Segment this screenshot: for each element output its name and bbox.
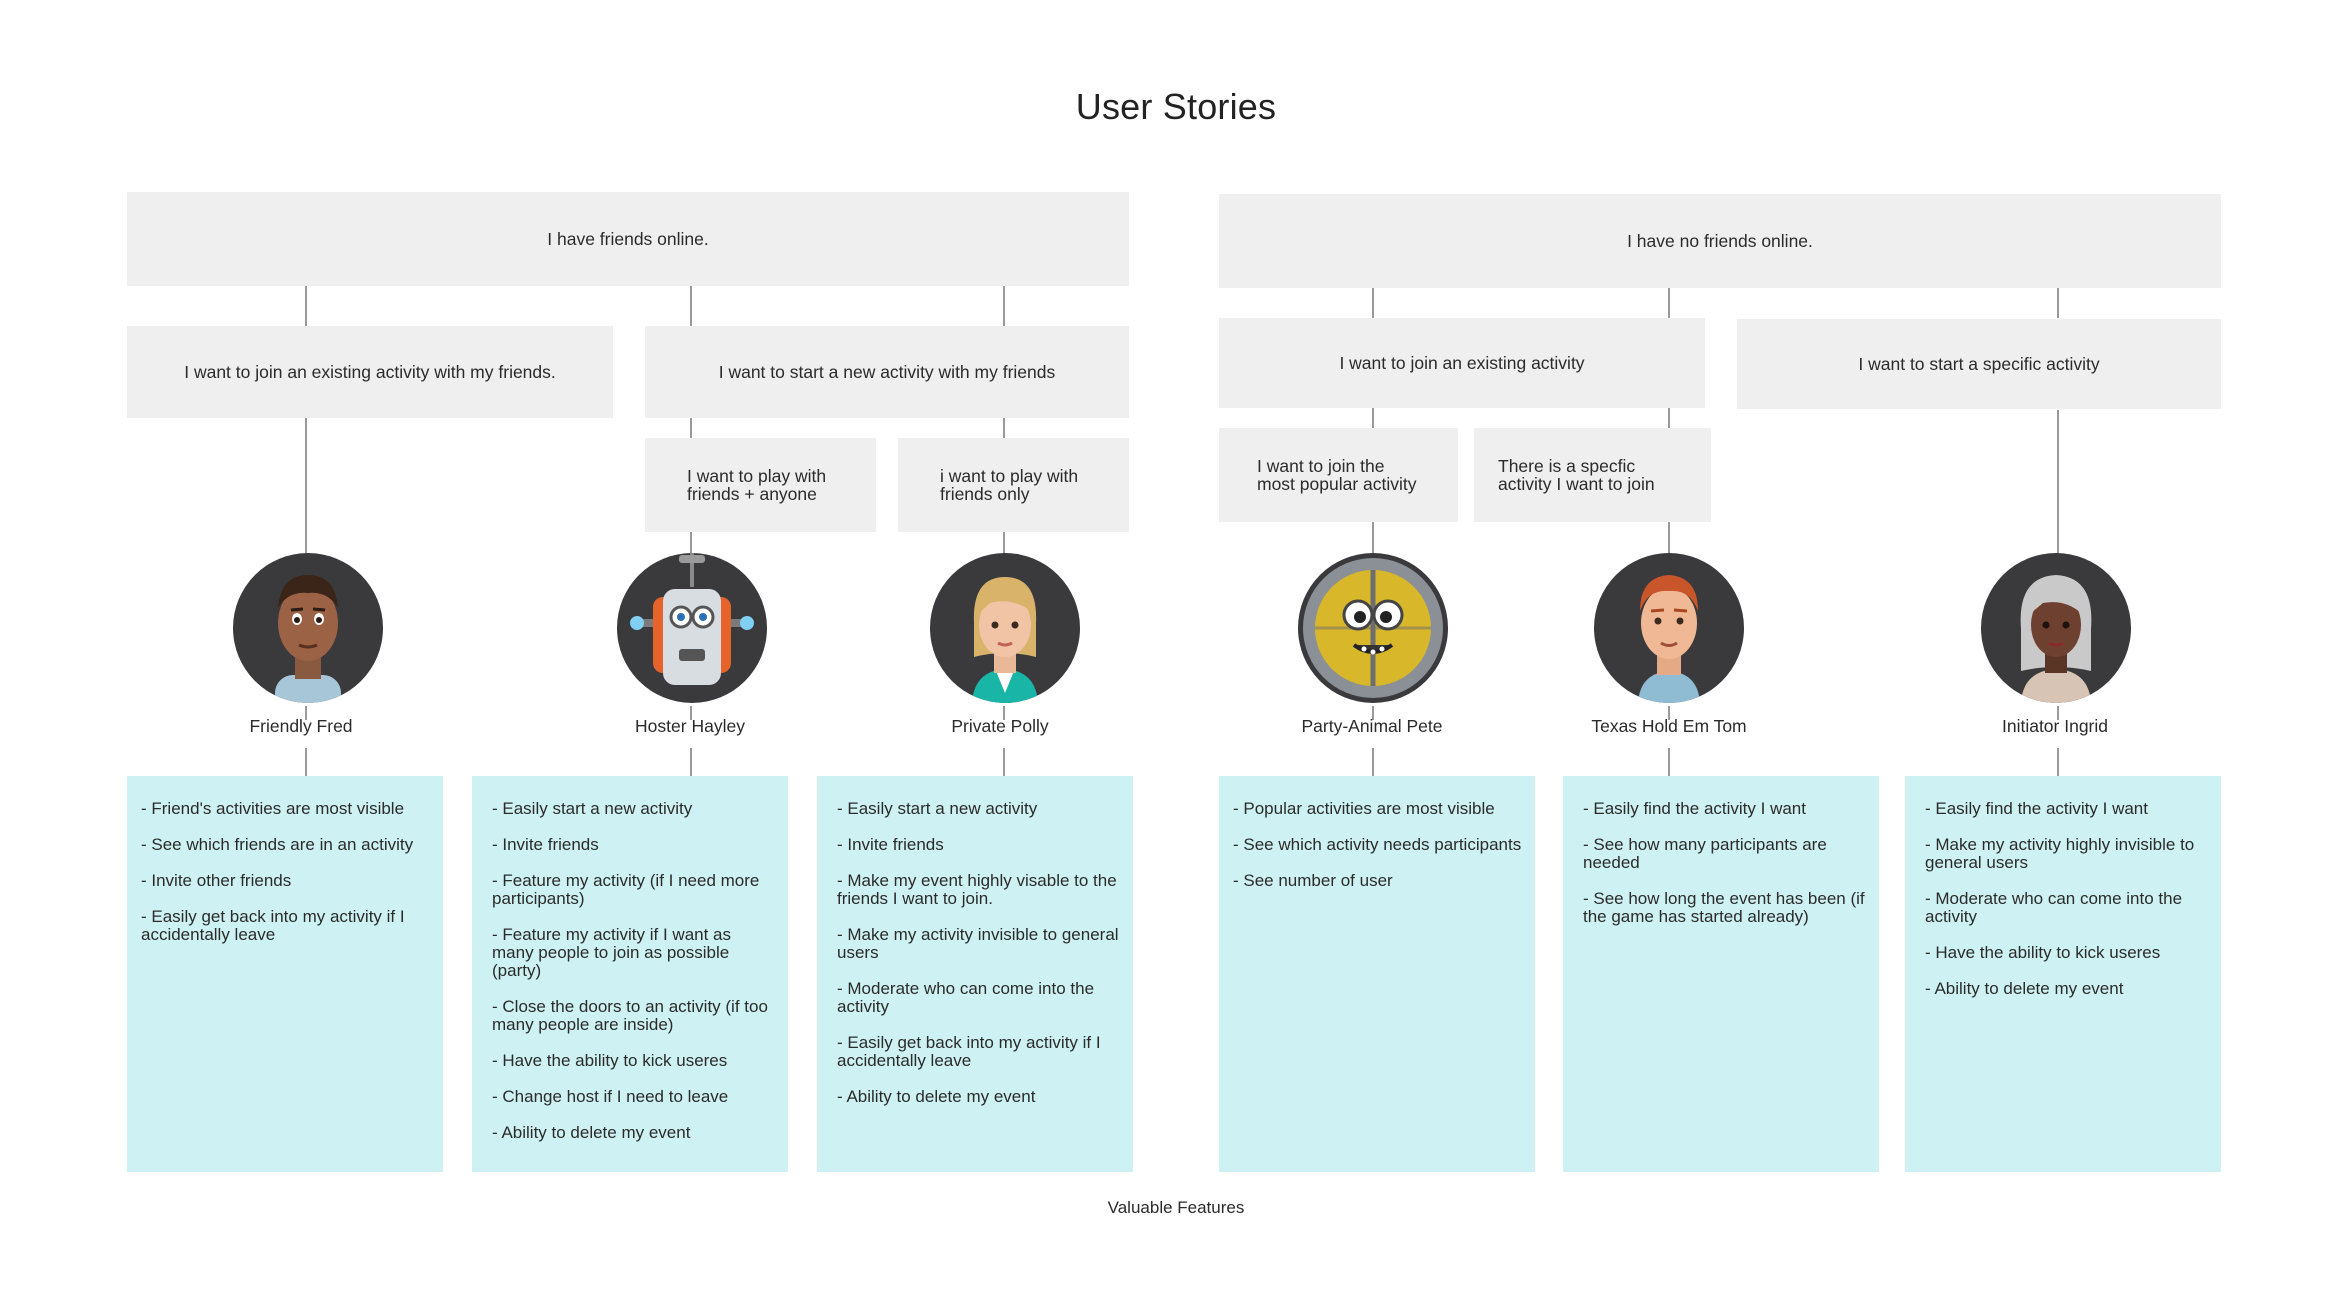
- sub-box-friends-only: i want to play with friends only: [898, 438, 1129, 532]
- feature-box-party-animal-pete: - Popular activities are most visible - …: [1219, 776, 1535, 1172]
- connector: [1668, 288, 1670, 318]
- need-box-join-existing: I want to join an existing activity: [1219, 318, 1705, 408]
- feature-item: - Feature my activity (if I need more pa…: [492, 871, 760, 908]
- connector: [1372, 748, 1374, 776]
- feature-item: - Invite other friends: [141, 871, 292, 890]
- feature-item: - Invite friends: [492, 835, 599, 854]
- connector: [1372, 408, 1374, 428]
- connector: [690, 418, 692, 438]
- connector: [1372, 706, 1374, 720]
- connector: [1668, 706, 1670, 720]
- feature-item: - Have the ability to kick useres: [492, 1051, 728, 1070]
- need-box-start-specific: I want to start a specific activity: [1737, 319, 2221, 409]
- connector: [1372, 288, 1374, 318]
- connector: [2057, 706, 2059, 720]
- feature-item: - Easily get back into my activity if I …: [837, 1033, 1101, 1070]
- feature-item: - Make my event highly visable to the fr…: [837, 871, 1117, 908]
- feature-item: - Change host if I need to leave: [492, 1087, 729, 1106]
- feature-item: - Friend's activities are most visible: [141, 799, 405, 818]
- feature-item: - See how many participants are needed: [1583, 835, 1827, 872]
- connector: [690, 706, 692, 720]
- feature-box-friendly-fred: - Friend's activities are most visible -…: [127, 776, 443, 1172]
- connector: [1668, 748, 1670, 776]
- need-box-join-existing-with-friends: I want to join an existing activity with…: [127, 326, 613, 418]
- persona-name: Initiator Ingrid: [2001, 716, 2109, 736]
- connector: [2057, 288, 2059, 318]
- feature-item: - Ability to delete my event: [1925, 979, 2124, 998]
- connector: [1668, 522, 1670, 556]
- feature-item: - Close the doors to an activity (if too…: [492, 997, 768, 1034]
- connector: [305, 418, 307, 556]
- persona-name: Party-Animal Pete: [1301, 716, 1443, 736]
- connector: [1003, 748, 1005, 776]
- texas-tom-avatar: [1594, 553, 1744, 703]
- feature-item: - Easily start a new activity: [492, 799, 693, 818]
- connector: [1003, 418, 1005, 438]
- feature-item: - Feature my activity if I want as many …: [492, 925, 732, 980]
- feature-item: - Popular activities are most visible: [1233, 799, 1495, 818]
- feature-item: - See which friends are in an activity: [141, 835, 414, 854]
- feature-item: - Have the ability to kick useres: [1925, 943, 2161, 962]
- feature-item: - Moderate who can come into the activit…: [1925, 889, 2183, 926]
- feature-item: - Easily start a new activity: [837, 799, 1038, 818]
- feature-item: - Easily find the activity I want: [1583, 799, 1806, 818]
- friendly-fred-avatar: [233, 553, 383, 703]
- feature-item: - Moderate who can come into the activit…: [837, 979, 1095, 1016]
- feature-item: - Ability to delete my event: [492, 1123, 691, 1142]
- need-box-start-new-with-friends: I want to start a new activity with my f…: [645, 326, 1129, 418]
- sub-box-specific-activity: There is a specfic activity I want to jo…: [1474, 428, 1711, 522]
- feature-item: - See number of user: [1233, 871, 1393, 890]
- group-box-friends-online: I have friends online.: [127, 192, 1129, 286]
- persona-name: Hoster Hayley: [635, 716, 745, 736]
- initiator-ingrid-avatar: [1981, 553, 2131, 703]
- persona-name: Private Polly: [951, 716, 1049, 736]
- persona-name: Friendly Fred: [249, 716, 353, 736]
- persona-name: Texas Hold Em Tom: [1591, 716, 1747, 736]
- connector: [690, 286, 692, 326]
- feature-item: - Make my activity highly invisible to g…: [1925, 835, 2195, 872]
- feature-box-texas-hold-em-tom: - Easily find the activity I want - See …: [1563, 776, 1879, 1172]
- feature-box-private-polly: - Easily start a new activity - Invite f…: [817, 776, 1133, 1172]
- feature-box-initiator-ingrid: - Easily find the activity I want - Make…: [1905, 776, 2221, 1172]
- party-animal-avatar: [1298, 553, 1448, 703]
- private-polly-avatar: [930, 553, 1080, 703]
- connector: [1003, 706, 1005, 720]
- connector: [1668, 408, 1670, 428]
- feature-item: - Easily get back into my activity if I …: [141, 907, 405, 944]
- sub-box-friends-plus-anyone: I want to play with friends + anyone: [645, 438, 876, 532]
- robot-avatar: [617, 553, 767, 703]
- connector: [1003, 532, 1005, 556]
- feature-item: - See which activity needs participants: [1233, 835, 1522, 854]
- connector: [1372, 522, 1374, 556]
- connector: [2057, 410, 2059, 556]
- footer-caption: Valuable Features: [1107, 1198, 1245, 1217]
- feature-item: - Make my activity invisible to general …: [837, 925, 1119, 962]
- connector: [690, 532, 692, 556]
- connector: [2057, 748, 2059, 776]
- connector: [690, 748, 692, 776]
- feature-item: - Easily find the activity I want: [1925, 799, 2148, 818]
- connector: [305, 286, 307, 326]
- feature-item: - See how long the event has been (if th…: [1583, 889, 1865, 926]
- sub-box-most-popular: I want to join the most popular activity: [1219, 428, 1458, 522]
- feature-item: - Ability to delete my event: [837, 1087, 1036, 1106]
- connector: [305, 748, 307, 776]
- feature-box-hoster-hayley: - Easily start a new activity - Invite f…: [472, 776, 788, 1172]
- feature-item: - Invite friends: [837, 835, 944, 854]
- page-title: User Stories: [1075, 86, 1277, 127]
- connector: [305, 706, 307, 720]
- connector: [1003, 286, 1005, 326]
- group-box-no-friends-online: I have no friends online.: [1219, 194, 2221, 288]
